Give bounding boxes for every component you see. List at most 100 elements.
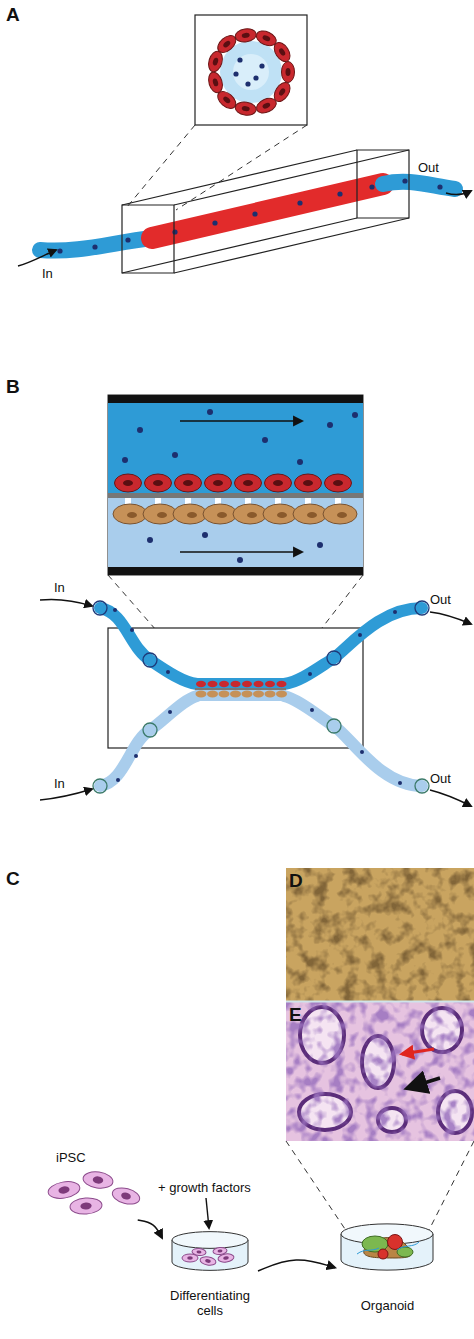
flow-particle — [113, 608, 402, 785]
flow-particle — [398, 781, 402, 785]
outlet-tube — [383, 182, 455, 189]
lower-channel-tube — [100, 696, 197, 786]
cell-group-shape — [58, 1185, 70, 1194]
panel-letter: E — [289, 1004, 302, 1025]
flow-particle — [92, 244, 97, 249]
cell-layer — [205, 474, 232, 492]
micrograph-d — [286, 868, 474, 1001]
cell-group-shape — [47, 1179, 81, 1200]
endothelial-cell-ring — [212, 57, 219, 66]
cell-layer — [215, 498, 221, 504]
cell-layer — [233, 504, 267, 524]
node-label: Organoid — [335, 1298, 440, 1313]
culture-dish-shape — [199, 1256, 216, 1267]
endothelial-cell-ring — [282, 62, 295, 83]
panel-letter: A — [6, 4, 20, 25]
channel-cells — [230, 691, 241, 698]
cell-layer — [352, 412, 358, 418]
flow-arrow — [40, 599, 92, 606]
flow-particle — [297, 200, 302, 205]
port-ring — [327, 651, 341, 665]
flow-particle — [125, 237, 130, 242]
upper-channel-tube — [100, 608, 422, 684]
flow-label: In — [42, 266, 53, 281]
flow-particle — [308, 672, 312, 676]
membrane-inset — [108, 403, 363, 495]
channel-cells — [277, 681, 287, 687]
flow-particle — [369, 184, 374, 189]
endothelial-cell-ring — [245, 81, 250, 86]
endothelial-cell-ring — [234, 27, 257, 43]
cell-layer — [125, 498, 131, 504]
annotation: + growth factors — [158, 1180, 251, 1195]
endothelial-cell-ring — [278, 47, 287, 56]
endothelial-cell-ring — [254, 95, 279, 116]
channel-cells — [219, 681, 229, 687]
flow-direction-arrow — [180, 421, 302, 552]
cell-layer — [327, 422, 333, 428]
flow-direction-arrow — [180, 551, 302, 553]
microchannel — [195, 688, 286, 690]
cell-layer — [183, 480, 193, 486]
channel-cells — [231, 681, 241, 687]
cell-group-shape — [92, 1176, 103, 1185]
endothelial-cell-ring — [234, 101, 257, 117]
cell-layer — [187, 512, 197, 518]
flow-particle — [310, 708, 314, 712]
culture-dish-shape — [172, 1232, 248, 1249]
membrane-inset — [108, 495, 363, 567]
port-ring — [143, 653, 157, 667]
channel-cells — [265, 681, 275, 687]
chip-cuboid — [122, 150, 357, 205]
culture-dish-shape — [199, 1256, 216, 1267]
cell-layer — [113, 504, 147, 524]
upper-channel-tube — [100, 608, 197, 684]
cell-layer — [143, 504, 177, 524]
flow-label: In — [54, 776, 65, 791]
upper-channel-tube — [284, 608, 422, 684]
port-ring — [415, 601, 429, 615]
cell-group-shape — [80, 1202, 92, 1210]
membrane-inset — [108, 395, 363, 575]
flow-particle — [393, 610, 397, 614]
cell-layer — [137, 427, 143, 433]
micrograph-d — [286, 868, 474, 1001]
growth-factor-arrow — [206, 1198, 209, 1228]
flow-arrow — [40, 599, 471, 806]
zoom-guide-line — [286, 1141, 347, 1232]
cell-layer — [157, 512, 167, 518]
endothelial-cell-ring — [262, 34, 271, 42]
cell-layer — [273, 480, 283, 486]
cell-layer — [245, 498, 251, 504]
vessel-inset — [195, 15, 307, 125]
cell-layer — [333, 480, 343, 486]
pointer-arrow — [408, 1078, 440, 1088]
endothelial-cell-ring — [222, 40, 231, 49]
flow-arrow — [18, 191, 471, 266]
culture-dish-shape — [192, 1248, 207, 1256]
cell-layer — [325, 474, 352, 492]
cell-layer — [235, 474, 262, 492]
cell-layer — [262, 437, 268, 443]
channel-cells — [208, 681, 218, 687]
flow-particle — [116, 778, 120, 782]
microchannel — [195, 678, 286, 701]
cell-layer — [202, 532, 208, 538]
flow-label: Out — [430, 771, 451, 786]
cell-layer — [303, 480, 313, 486]
cell-layer — [145, 474, 172, 492]
port-ring — [93, 601, 107, 615]
flow-particle — [168, 710, 172, 714]
endothelial-cell-ring — [234, 101, 257, 117]
microchannel — [195, 690, 286, 701]
port-ring — [93, 601, 429, 793]
cell-layer — [277, 512, 287, 518]
cell-layer — [213, 480, 223, 486]
endothelial-cell-ring — [206, 71, 224, 95]
endothelial-cell-ring — [282, 62, 295, 83]
membrane-inset — [108, 395, 363, 403]
culture-dish-shape — [223, 1256, 229, 1260]
zoom-guide-line — [286, 1141, 474, 1232]
